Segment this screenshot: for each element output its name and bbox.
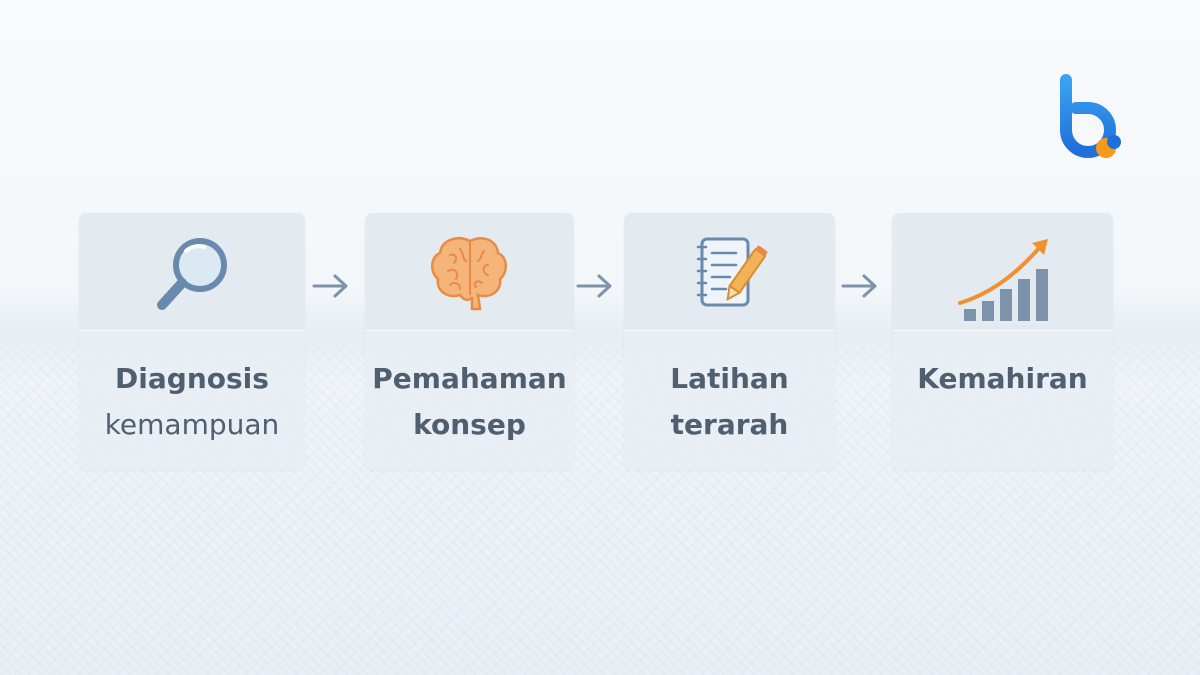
step-subtitle: terarah <box>670 408 789 441</box>
brain-icon <box>430 237 507 311</box>
arrow-right-icon <box>576 274 612 298</box>
card-icon-area <box>892 213 1113 331</box>
arrow-right-icon <box>312 274 348 298</box>
step-label: Kemahiran <box>892 356 1113 402</box>
step-card-pemahaman: Pemahaman konsep <box>365 213 574 470</box>
step-title: Pemahaman <box>372 362 567 395</box>
step-card-latihan: Latihan terarah <box>624 213 835 470</box>
card-icon-area <box>365 213 574 331</box>
step-label: Diagnosis kemampuan <box>79 356 305 448</box>
growth-chart-icon <box>957 239 1048 321</box>
step-label: Pemahaman konsep <box>365 356 574 448</box>
step-card-diagnosis: Diagnosis kemampuan <box>79 213 305 470</box>
step-subtitle: kemampuan <box>104 408 280 441</box>
magnifying-glass-icon <box>157 238 227 310</box>
card-icon-area <box>79 213 305 331</box>
step-title: Latihan <box>670 362 789 395</box>
arrow-right-icon <box>841 274 877 298</box>
step-label: Latihan terarah <box>624 356 835 448</box>
step-card-kemahiran: Kemahiran <box>892 213 1113 470</box>
notepad-pencil-icon <box>696 237 767 307</box>
step-title: Kemahiran <box>917 362 1088 395</box>
card-icon-area <box>624 213 835 331</box>
brand-logo-icon <box>1060 74 1121 158</box>
step-title: Diagnosis <box>115 362 269 395</box>
step-subtitle: konsep <box>413 408 526 441</box>
